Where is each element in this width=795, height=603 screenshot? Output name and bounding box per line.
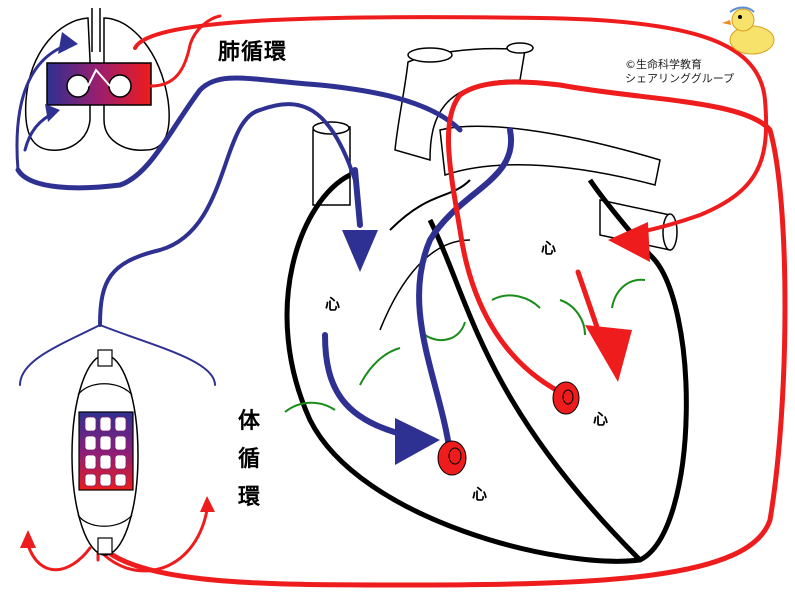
systemic-char-3: 環 (237, 485, 260, 510)
pulmonary-artery (439, 125, 661, 186)
arrow-ra (342, 230, 378, 272)
tissue-capsule (71, 349, 139, 556)
arrow-la (608, 222, 650, 262)
aorta-top (407, 47, 453, 63)
left-atrium-label: 心 (541, 239, 557, 257)
left-lung-outline (24, 17, 91, 151)
body-veins-right (99, 324, 216, 386)
lung-to-vein (149, 14, 222, 88)
aorta-branch (506, 42, 534, 54)
arrow-body-right (200, 496, 215, 512)
arrow-lv (585, 325, 632, 382)
septum-upper (389, 179, 471, 231)
systemic-char-2: 循 (237, 447, 260, 472)
alveolus-left (66, 74, 90, 98)
arrow-rv (395, 418, 440, 465)
tricuspid-valve-2 (359, 347, 401, 386)
blue-pathways (15, 42, 515, 456)
rv-outflow-opening (437, 440, 467, 476)
systemic-char-1: 体 (237, 409, 260, 434)
lv-to-aorta (87, 79, 788, 588)
tricuspid-valve-1 (284, 401, 336, 413)
blue-arrowheads (45, 32, 440, 465)
tissue-cells (84, 416, 127, 487)
bronchi (87, 68, 111, 87)
left-ventricle-label: 心 (593, 410, 609, 428)
septum (427, 218, 642, 562)
inner-chamber-line (379, 239, 471, 331)
trachea (91, 8, 101, 52)
duck-logo (722, 6, 775, 55)
aorta (394, 47, 526, 161)
red-pathways (26, 14, 788, 588)
aorta-to-body-left (26, 543, 92, 572)
aorta-to-body-right (93, 508, 209, 573)
ra-to-rv (322, 332, 408, 438)
pulmonary-circulation-label: 肺循環 (218, 40, 288, 65)
la-to-lv (575, 269, 601, 333)
alveolus-right (108, 74, 132, 98)
heart-outline (284, 172, 689, 564)
arrow-body-left (20, 530, 36, 548)
rv-to-pa (416, 127, 515, 456)
vena-cava-from-body (98, 102, 357, 327)
into-lungs (15, 42, 72, 172)
copyright-line-1: ©生命科学教育 (625, 58, 702, 71)
pulm-vein-end (662, 213, 678, 251)
lv-outflow-opening (552, 381, 580, 415)
pulmonary-vein-to-la (133, 15, 769, 234)
alveoli-box (46, 62, 152, 106)
pulmonary-valve (424, 321, 466, 342)
pulmonary-from-heart (15, 75, 463, 191)
right-atrium-label: 心 (325, 295, 341, 313)
mitral-valve-2 (559, 299, 586, 336)
heart (312, 42, 678, 251)
systemic-circulation-label: 体 循 環 (236, 403, 262, 517)
body-veins-left (19, 324, 101, 386)
right-ventricle-label: 心 (472, 485, 488, 503)
arrow-lung-1 (58, 32, 78, 54)
arrow-lung-2 (45, 104, 60, 122)
aortic-valve (611, 278, 646, 309)
mitral-valve-1 (491, 294, 541, 309)
copyright-line-2: シェアリンググループ (625, 72, 735, 85)
svc-flow (352, 167, 363, 228)
copyright-notice: ©生命科学教育 シェアリンググループ (625, 58, 734, 86)
valves (284, 278, 646, 413)
superior-vena-cava (312, 126, 351, 206)
